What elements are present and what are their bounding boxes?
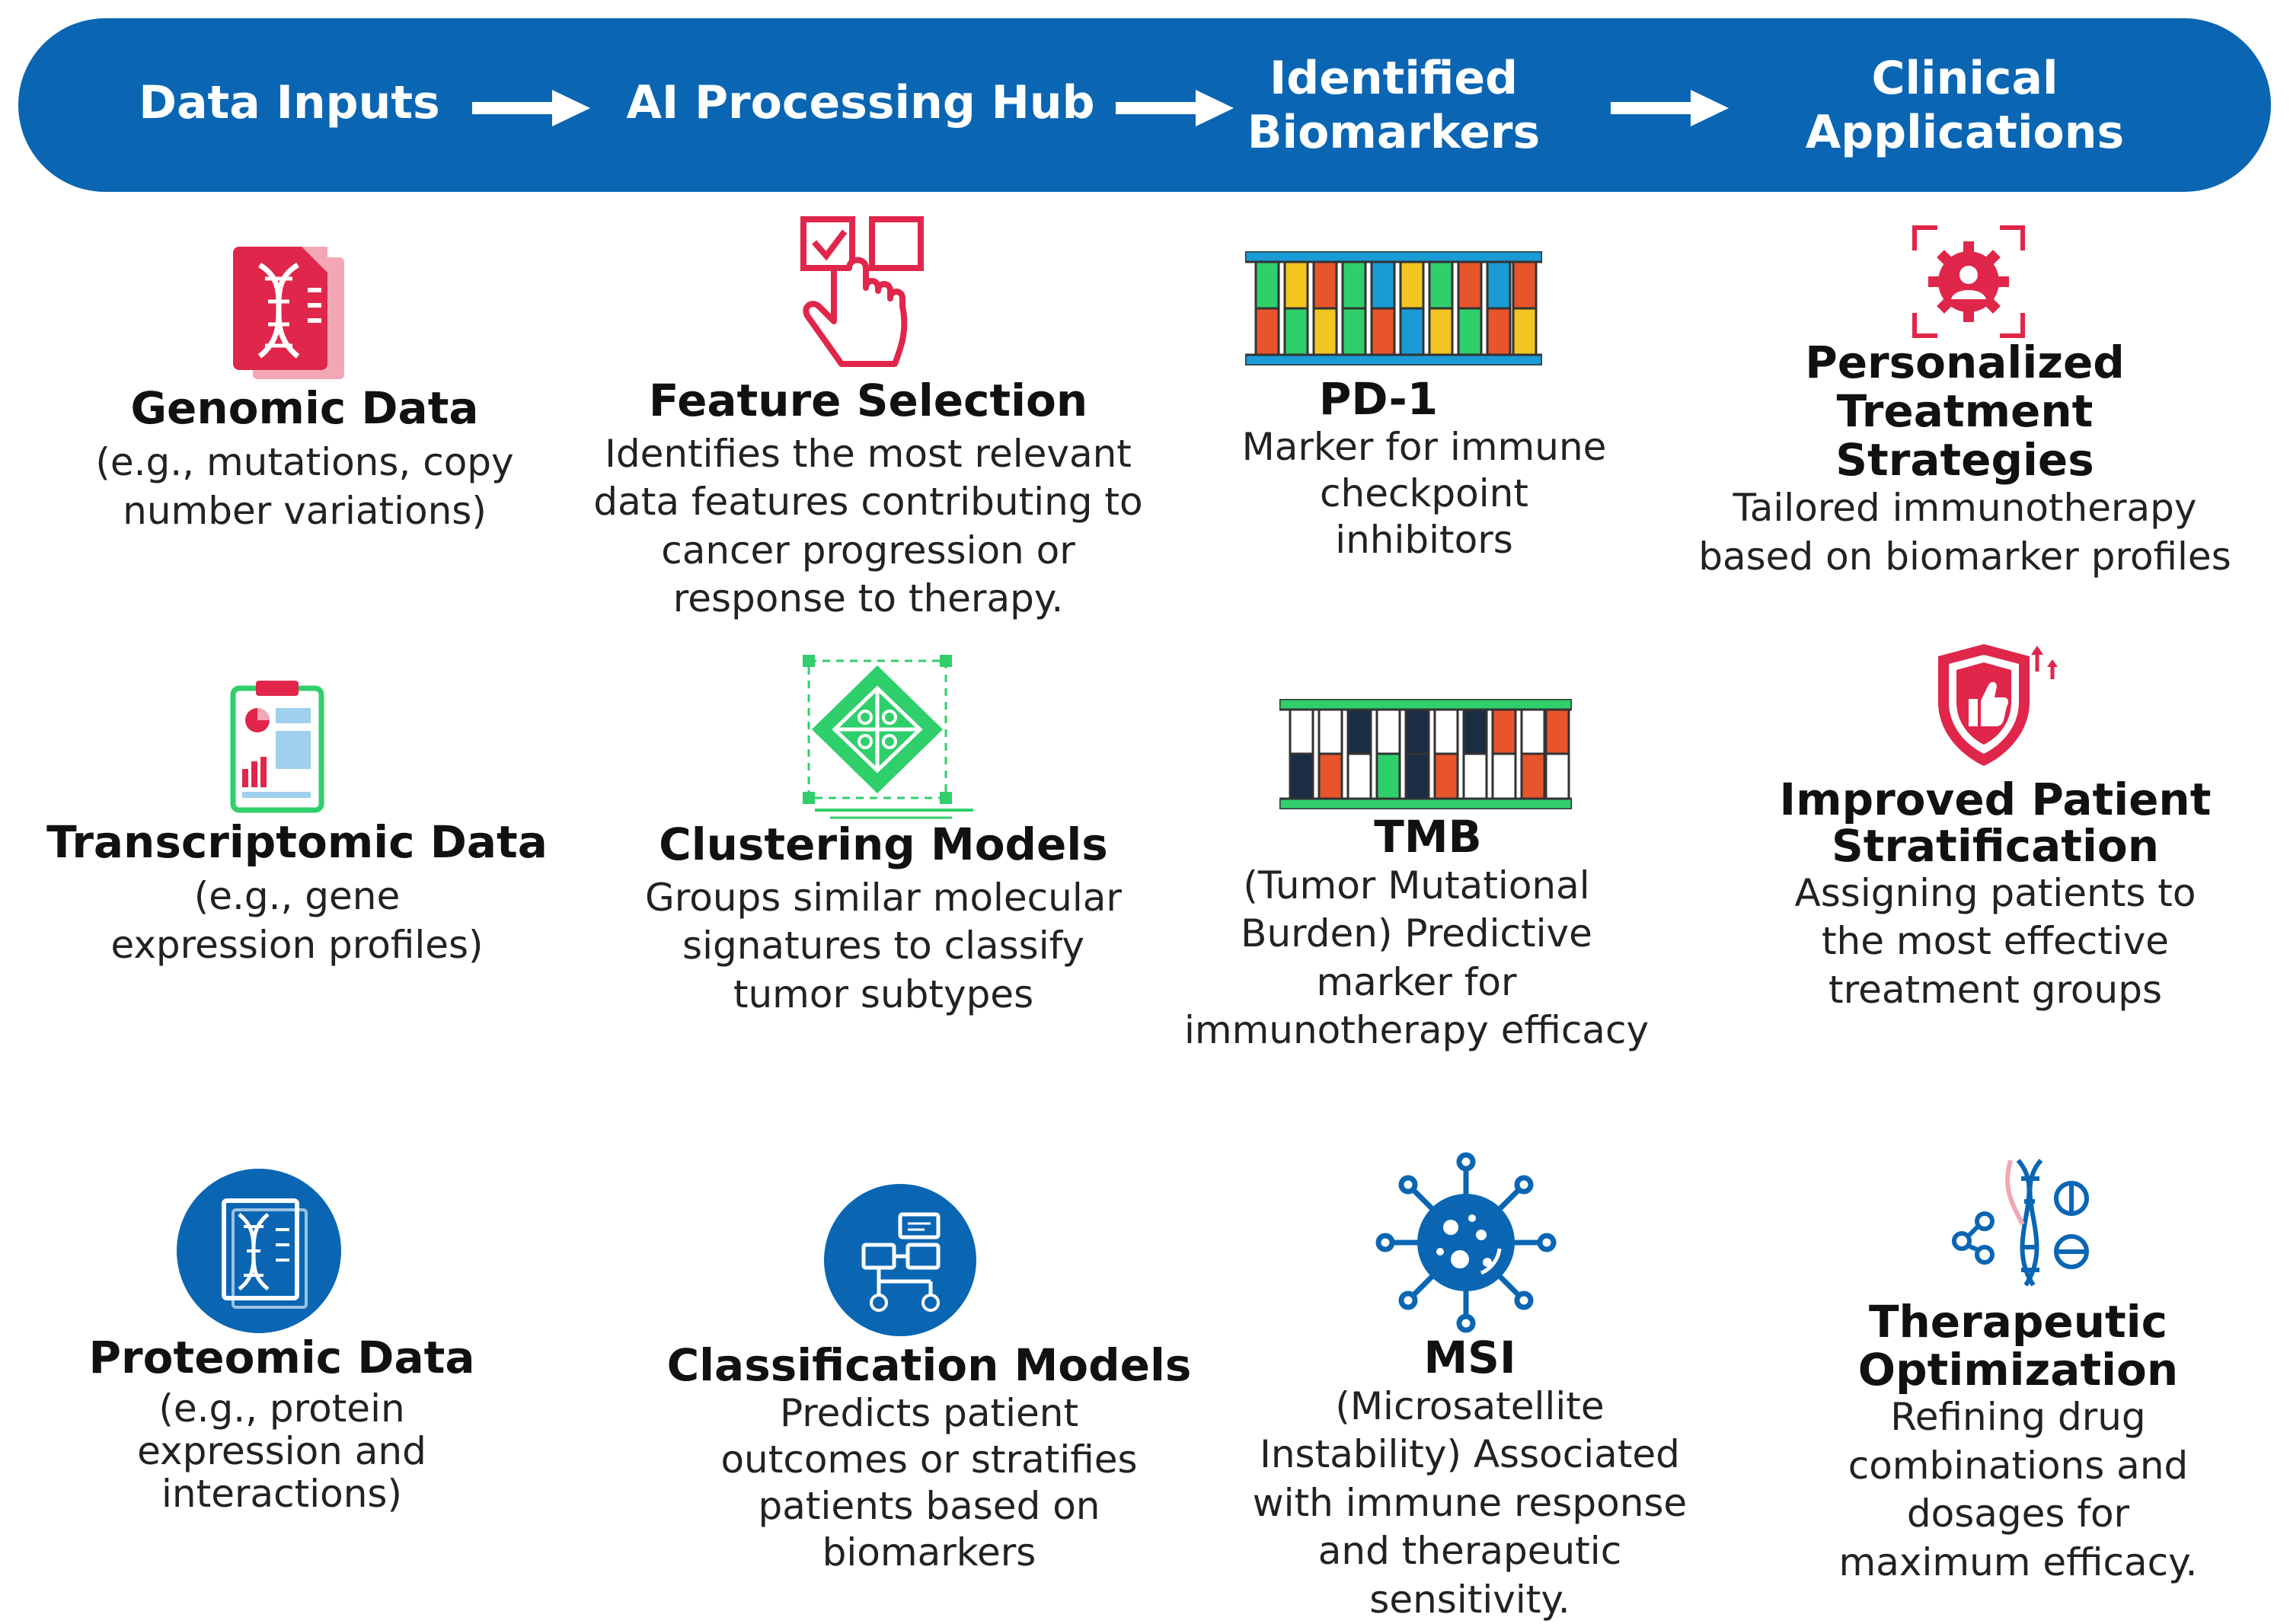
step-ai-processing-hub: AI Processing Hub (626, 76, 1095, 129)
feature-selection-block: Feature Selection Identifies the most re… (564, 375, 1173, 624)
target-gear-icon (1912, 225, 2025, 338)
arrow-icon (1611, 90, 1729, 126)
classification-models-title: Classification Models (666, 1339, 1192, 1391)
diamond-cluster-icon (803, 655, 973, 819)
clustering-models-title: Clustering Models (659, 818, 1108, 870)
dna-pills-icon (1952, 1158, 2089, 1287)
arrow-icon (1116, 90, 1234, 126)
proteomic-data-title: Proteomic Data (88, 1332, 475, 1383)
shield-thumbs-up-icon (1938, 644, 2058, 766)
feature-selection-title: Feature Selection (648, 375, 1088, 426)
genomic-data-desc: (e.g., mutations, copy number variations… (95, 439, 514, 533)
transcriptomic-data-block: Transcriptomic Data (e.g., gene expressi… (46, 818, 548, 969)
msi-desc: (Microsatellite Instability) Associated … (1252, 1383, 1688, 1622)
personalized-treatment-desc: Tailored immunotherapy based on biomarke… (1698, 486, 2231, 579)
pd1-block: PD-1 Marker for immune checkpoint inhibi… (1203, 375, 1645, 563)
proteomic-data-desc: (e.g., protein expression and interactio… (137, 1386, 426, 1516)
proteomic-data-block: Proteomic Data (e.g., protein expression… (30, 1332, 533, 1516)
transcriptomic-data-desc: (e.g., gene expression profiles) (110, 873, 484, 967)
flowchart-icon (824, 1184, 976, 1336)
classification-models-block: Classification Models Predicts patient o… (640, 1339, 1218, 1576)
tmb-title: TMB (1374, 811, 1482, 863)
hand-checkbox-icon (800, 216, 924, 367)
clustering-models-desc: Groups similar molecular signatures to c… (645, 875, 1122, 1016)
therapeutic-optimization-block: Therapeutic Optimization Refining drug c… (1774, 1298, 2262, 1587)
pd1-desc: Marker for immune checkpoint inhibitors (1241, 424, 1607, 562)
pd1-title: PD-1 (1318, 373, 1439, 425)
patient-stratification-title: Improved Patient Stratification (1779, 774, 2212, 872)
therapeutic-optimization-desc: Refining drug combinations and dosages f… (1838, 1395, 2198, 1584)
dna-sequence-green-icon (1279, 699, 1572, 809)
transcriptomic-data-title: Transcriptomic Data (46, 816, 548, 868)
genomic-data-title: Genomic Data (130, 382, 479, 434)
patient-stratification-block: Improved Patient Stratification Assignin… (1714, 777, 2277, 1014)
personalized-treatment-title: Personalized Treatment Strategies (1805, 337, 2125, 486)
step-clinical-applications: Clinical Applications (1805, 52, 2125, 159)
msi-title: MSI (1423, 1332, 1516, 1383)
clipboard-chart-icon (230, 681, 324, 813)
clustering-models-block: Clustering Models Groups similar molecul… (594, 818, 1173, 1019)
classification-models-desc: Predicts patient outcomes or stratifies … (720, 1390, 1138, 1575)
dna-report-icon (177, 1169, 341, 1333)
dna-sequence-icon (1245, 251, 1542, 365)
step-data-inputs: Data Inputs (139, 76, 440, 129)
personalized-treatment-block: Personalized Treatment Strategies Tailor… (1675, 337, 2254, 581)
arrow-icon (472, 90, 590, 126)
msi-block: MSI (Microsatellite Instability) Associa… (1203, 1332, 1736, 1624)
virus-icon (1375, 1152, 1557, 1333)
step-identified-biomarkers: Identified Biomarkers (1247, 52, 1541, 159)
feature-selection-desc: Identifies the most relevant data featur… (593, 431, 1143, 621)
tmb-desc: (Tumor Mutational Burden) Predictive mar… (1183, 863, 1650, 1053)
therapeutic-optimization-title: Therapeutic Optimization (1857, 1296, 2179, 1396)
dna-document-icon (233, 247, 344, 379)
patient-stratification-desc: Assigning patients to the most effective… (1794, 870, 2196, 1012)
tmb-block: TMB (Tumor Mutational Burden) Predictive… (1165, 811, 1668, 1055)
genomic-data-block: Genomic Data (e.g., mutations, copy numb… (61, 384, 548, 535)
